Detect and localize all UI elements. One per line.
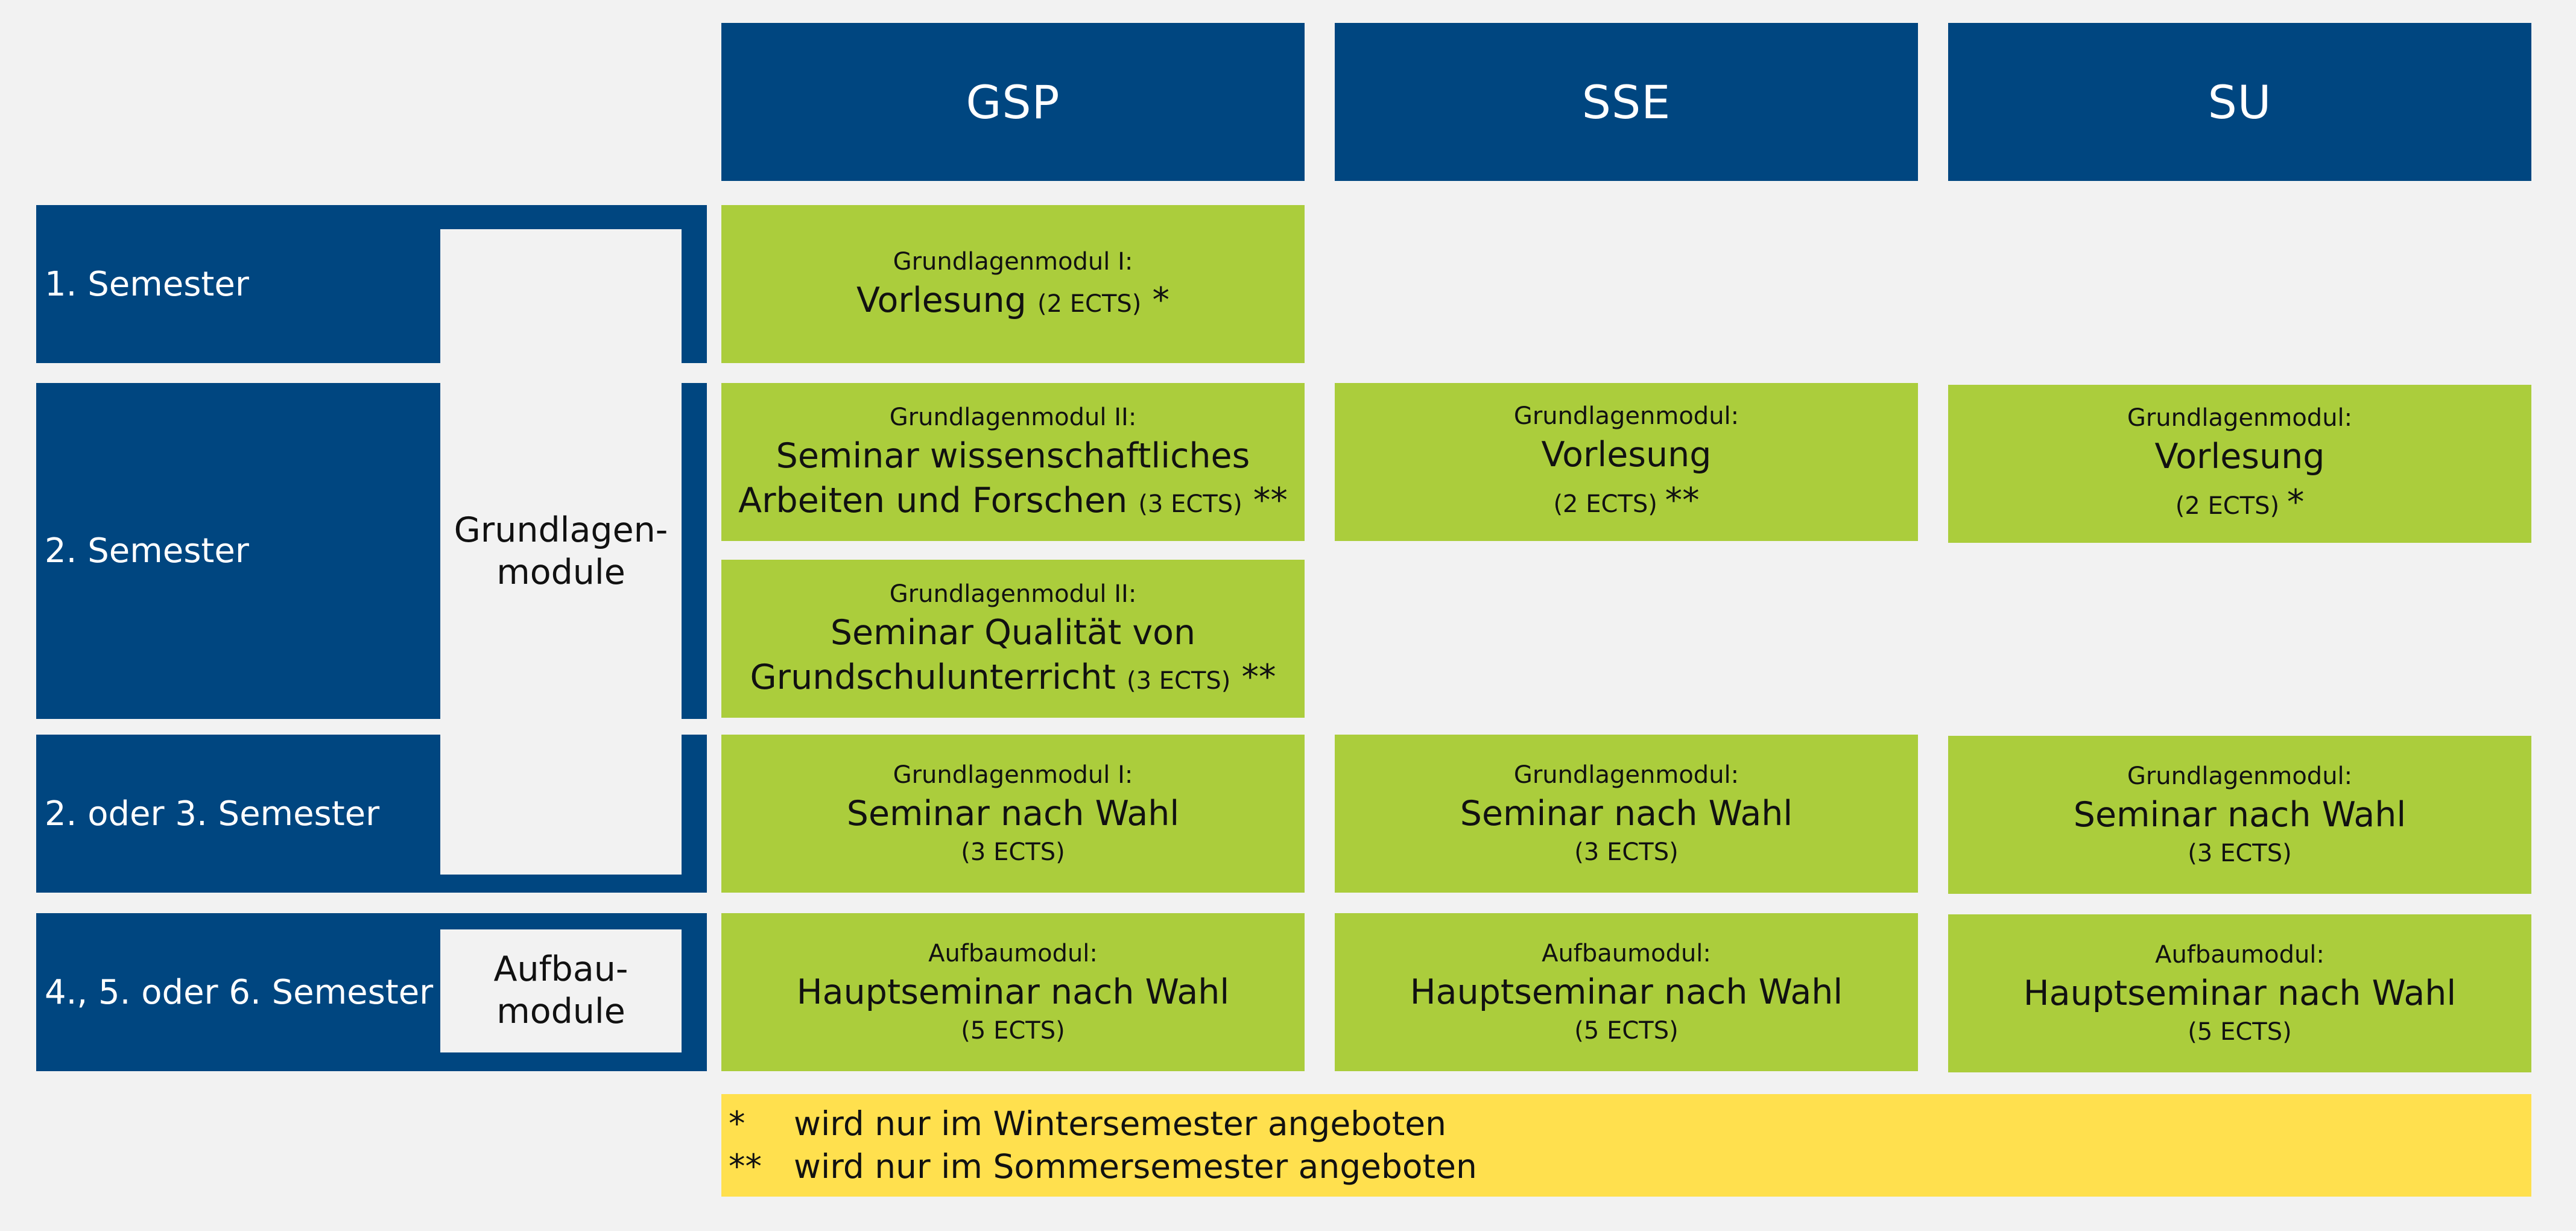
semester-label-1: 1. Semester [45, 264, 249, 304]
module-gsp-semester-2a: Grundlagenmodul II: Seminar wissenschaft… [721, 383, 1305, 541]
module-title: Grundlagenmodul: [1513, 402, 1739, 431]
module-gsp-semester-2b: Grundlagenmodul II: Seminar Qualität von… [721, 560, 1305, 718]
module-name: Vorlesung [2154, 437, 2325, 477]
semester-label-2-or-3: 2. oder 3. Semester [45, 794, 380, 834]
module-ects: (5 ECTS) [2188, 1018, 2292, 1046]
module-sse-semester-4-5-6: Aufbaumodul: Hauptseminar nach Wahl (5 E… [1335, 913, 1918, 1071]
module-ects: (3 ECTS) [1574, 838, 1679, 867]
legend-symbol: * [729, 1104, 745, 1143]
module-name: Vorlesung (2 ECTS) * [856, 280, 1170, 320]
module-sse-semester-2-or-3: Grundlagenmodul: Seminar nach Wahl (3 EC… [1335, 735, 1918, 893]
legend-row-summer: ** wird nur im Sommersemester angeboten [729, 1145, 2531, 1189]
semester-label-2: 2. Semester [45, 531, 249, 571]
module-name: Vorlesung [1541, 435, 1712, 475]
module-title: Aufbaumodul: [2155, 940, 2324, 969]
module-title: Grundlagenmodul: [2127, 762, 2353, 790]
group-aufbaumodule: Aufbau- module [440, 929, 682, 1052]
legend-text: wird nur im Wintersemester angeboten [794, 1104, 1446, 1143]
module-gsp-semester-2-or-3: Grundlagenmodul I: Seminar nach Wahl (3 … [721, 735, 1305, 893]
legend: * wird nur im Wintersemester angeboten *… [721, 1094, 2531, 1197]
module-name: Seminar nach Wahl [846, 793, 1180, 834]
column-header-su: SU [1948, 23, 2531, 181]
module-ects: (3 ECTS) [2188, 840, 2292, 868]
group-grundlagenmodule-line2: module [496, 552, 625, 592]
module-name-line2: Grundschulunterricht (3 ECTS) ** [750, 657, 1276, 697]
legend-row-winter: * wird nur im Wintersemester angeboten [729, 1103, 2531, 1146]
module-title: Grundlagenmodul: [1513, 761, 1739, 789]
module-title: Aufbaumodul: [928, 939, 1098, 967]
group-grundlagenmodule: Grundlagen- module [440, 229, 682, 875]
module-name: Seminar nach Wahl [2073, 794, 2407, 835]
module-ects: (3 ECTS) [961, 838, 1065, 867]
module-name-line2: Arbeiten und Forschen (3 ECTS) ** [738, 481, 1288, 521]
module-gsp-semester-1: Grundlagenmodul I: Vorlesung (2 ECTS) * [721, 205, 1305, 363]
column-header-gsp: GSP [721, 23, 1305, 181]
module-name: Seminar nach Wahl [1460, 793, 1793, 834]
module-title: Grundlagenmodul: [2127, 404, 2353, 432]
legend-symbol: ** [729, 1147, 762, 1186]
module-title: Aufbaumodul: [1542, 939, 1711, 967]
module-ects: (5 ECTS) [1574, 1017, 1679, 1045]
module-su-semester-2: Grundlagenmodul: Vorlesung (2 ECTS) * [1948, 385, 2531, 543]
module-name-line1: Seminar Qualität von [830, 612, 1196, 653]
module-ects: (2 ECTS) ** [1553, 480, 1700, 521]
semester-label-4-5-6: 4., 5. oder 6. Semester [45, 972, 434, 1012]
module-title: Grundlagenmodul I: [893, 761, 1133, 789]
module-ects: (5 ECTS) [961, 1017, 1065, 1045]
module-name: Hauptseminar nach Wahl [2023, 973, 2457, 1013]
group-aufbaumodule-line1: Aufbau- [493, 949, 628, 990]
module-name-line1: Seminar wissenschaftliches [776, 435, 1250, 476]
group-grundlagenmodule-line1: Grundlagen- [454, 510, 668, 551]
module-gsp-semester-4-5-6: Aufbaumodul: Hauptseminar nach Wahl (5 E… [721, 913, 1305, 1071]
module-name: Hauptseminar nach Wahl [1410, 972, 1843, 1012]
module-title: Grundlagenmodul II: [889, 403, 1137, 431]
module-title: Grundlagenmodul II: [889, 580, 1137, 608]
module-ects: (2 ECTS) * [2175, 482, 2305, 522]
module-title: Grundlagenmodul I: [893, 247, 1133, 276]
module-sse-semester-2: Grundlagenmodul: Vorlesung (2 ECTS) ** [1335, 383, 1918, 541]
module-su-semester-4-5-6: Aufbaumodul: Hauptseminar nach Wahl (5 E… [1948, 914, 2531, 1072]
module-su-semester-2-or-3: Grundlagenmodul: Seminar nach Wahl (3 EC… [1948, 736, 2531, 894]
module-name: Hauptseminar nach Wahl [796, 972, 1230, 1012]
column-header-sse: SSE [1335, 23, 1918, 181]
group-aufbaumodule-line2: module [496, 992, 625, 1031]
legend-text: wird nur im Sommersemester angeboten [794, 1147, 1477, 1186]
